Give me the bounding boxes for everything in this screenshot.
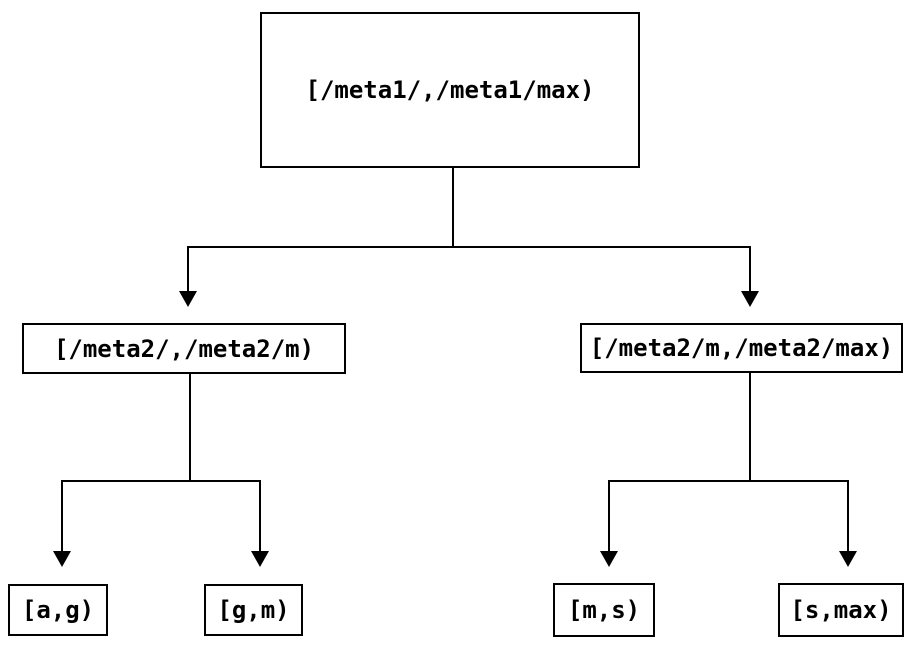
arrowhead-down-icon (839, 551, 857, 567)
node-leaf-g-m: [g,m) (204, 584, 303, 636)
node-label: [/meta2/m,/meta2/max) (589, 334, 894, 362)
node-label: [s,max) (790, 596, 892, 624)
node-meta2-left-range: [/meta2/,/meta2/m) (22, 323, 346, 374)
node-leaf-a-g: [a,g) (8, 584, 108, 636)
edge-meta2-right-to-leaves (600, 373, 857, 567)
node-meta2-right-range: [/meta2/m,/meta2/max) (580, 323, 903, 373)
node-leaf-s-max: [s,max) (778, 583, 904, 637)
node-leaf-m-s: [m,s) (553, 583, 655, 637)
arrowhead-down-icon (741, 291, 759, 307)
node-label: [g,m) (217, 596, 290, 624)
edge-meta2-left-to-leaves (53, 374, 269, 567)
node-root-range: [/meta1/,/meta1/max) (260, 12, 640, 168)
arrowhead-down-icon (251, 551, 269, 567)
edge-root-to-level2 (179, 168, 759, 307)
node-label: [/meta1/,/meta1/max) (305, 76, 595, 104)
node-label: [a,g) (21, 596, 95, 624)
arrowhead-down-icon (53, 551, 71, 567)
node-label: [m,s) (567, 596, 641, 624)
arrowhead-down-icon (179, 291, 197, 307)
arrowhead-down-icon (600, 551, 618, 567)
node-label: [/meta2/,/meta2/m) (53, 334, 315, 363)
